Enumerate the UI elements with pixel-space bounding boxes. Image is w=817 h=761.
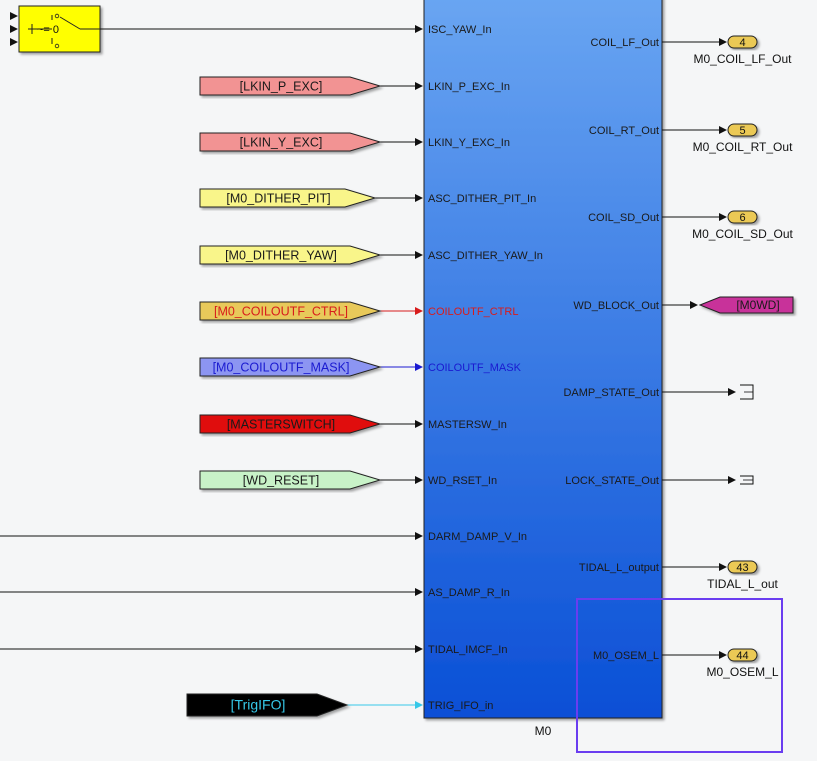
outport-label: WD_BLOCK_Out xyxy=(573,300,659,312)
outport-label: DAMP_STATE_Out xyxy=(563,387,659,399)
goto-tag[interactable]: [TrigIFO] xyxy=(186,693,349,717)
outport-name: M0_OSEM_L xyxy=(706,665,778,679)
outport-label: TIDAL_L_output xyxy=(579,562,659,574)
outport-label: LOCK_STATE_Out xyxy=(565,475,659,487)
goto-tag-label: [MASTERSWITCH] xyxy=(227,418,335,432)
goto-tag-label: [LKIN_P_EXC] xyxy=(240,80,323,94)
outport-label: COIL_RT_Out xyxy=(589,125,659,137)
goto-tag-label: [M0_COILOUTF_MASK] xyxy=(213,361,350,375)
inport-label: DARM_DAMP_V_In xyxy=(428,531,527,543)
subsystem-block-m0[interactable] xyxy=(423,0,663,719)
from-tag-label: [M0WD] xyxy=(736,298,779,312)
goto-tag-label: [M0_DITHER_PIT] xyxy=(226,192,330,206)
goto-tag[interactable]: [M0_DITHER_PIT] xyxy=(199,188,377,208)
outport-name: TIDAL_L_out xyxy=(707,577,778,591)
outport-label: COIL_LF_Out xyxy=(591,37,659,49)
outport-label: M0_OSEM_L xyxy=(593,650,659,662)
goto-tag[interactable]: [M0_COILOUTF_MASK] xyxy=(199,357,382,377)
terminator-lock-state[interactable] xyxy=(662,475,754,485)
goto-tag-label: [TrigIFO] xyxy=(231,697,286,713)
goto-tag[interactable]: [M0_COILOUTF_CTRL] xyxy=(199,301,382,321)
goto-tag[interactable]: [M0_DITHER_YAW] xyxy=(199,245,382,265)
inport-label: AS_DAMP_R_In xyxy=(428,587,510,599)
outport-number: 6 xyxy=(739,212,745,224)
switch-input-arrow-2 xyxy=(10,25,18,33)
switch-block[interactable]: ~= 0 xyxy=(18,5,101,53)
inport-label: ASC_DITHER_PIT_In xyxy=(428,193,536,205)
goto-tag[interactable]: [MASTERSWITCH] xyxy=(199,414,382,434)
goto-tag[interactable]: [LKIN_Y_EXC] xyxy=(199,132,382,152)
switch-input-arrow-1 xyxy=(10,12,18,20)
inport-label: COILOUTF_CTRL xyxy=(428,306,518,318)
selection-box xyxy=(576,598,783,753)
goto-tag-label: [M0_DITHER_YAW] xyxy=(225,249,337,263)
outport-block[interactable]: 6M0_COIL_SD_Out xyxy=(662,210,794,241)
goto-tag-label: [LKIN_Y_EXC] xyxy=(240,136,323,150)
outport-label: COIL_SD_Out xyxy=(588,212,659,224)
outport-name: M0_COIL_LF_Out xyxy=(693,52,792,66)
goto-tag-label: [WD_RESET] xyxy=(243,474,319,488)
inport-label: WD_RSET_In xyxy=(428,475,497,487)
outport-number: 5 xyxy=(739,125,745,137)
inport-label: TRIG_IFO_in xyxy=(428,700,493,712)
outport-number: 44 xyxy=(736,650,748,662)
switch-input-arrow-3 xyxy=(10,38,18,46)
outport-block[interactable]: 5M0_COIL_RT_Out xyxy=(662,123,793,154)
terminator-damp-state[interactable] xyxy=(662,384,754,400)
goto-tag-label: [M0_COILOUTF_CTRL] xyxy=(214,305,348,319)
outport-name: M0_COIL_RT_Out xyxy=(693,140,793,154)
inport-label: COILOUTF_MASK xyxy=(428,362,522,374)
inport-label: ISC_YAW_In xyxy=(428,24,492,36)
outport-name: M0_COIL_SD_Out xyxy=(692,227,793,241)
inport-label: ASC_DITHER_YAW_In xyxy=(428,250,543,262)
from-tag-m0wd[interactable]: [M0WD] xyxy=(662,296,794,314)
subsystem-name: M0 xyxy=(535,724,552,738)
outport-number: 4 xyxy=(739,37,745,49)
inport-label: MASTERSW_In xyxy=(428,419,507,431)
switch-criteria-label: ~= 0 xyxy=(37,24,59,36)
inport-label: LKIN_Y_EXC_In xyxy=(428,137,510,149)
inport-label: TIDAL_IMCF_In xyxy=(428,644,507,656)
inport-label: LKIN_P_EXC_In xyxy=(428,81,510,93)
outport-number: 43 xyxy=(736,562,748,574)
goto-tag[interactable]: [WD_RESET] xyxy=(199,470,382,490)
goto-tag[interactable]: [LKIN_P_EXC] xyxy=(199,76,382,96)
outport-block[interactable]: 4M0_COIL_LF_Out xyxy=(662,35,792,66)
